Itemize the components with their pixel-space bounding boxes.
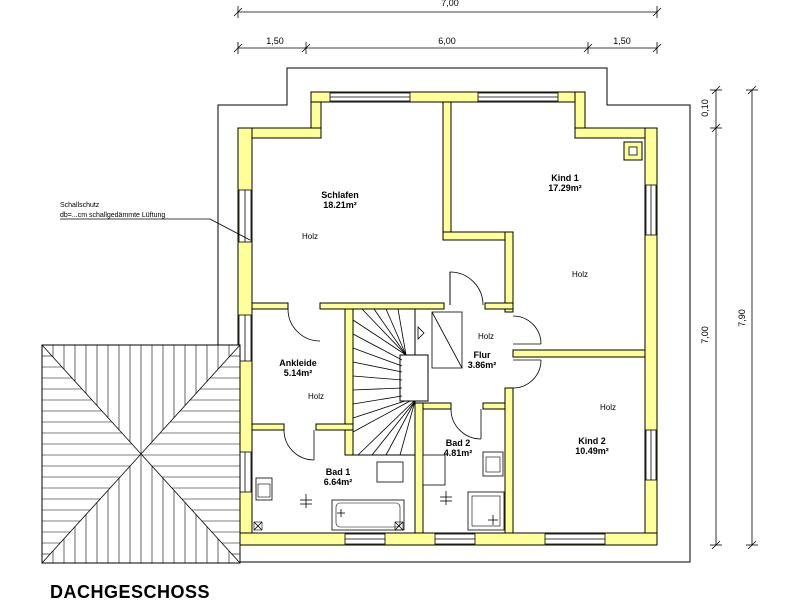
room-ankleide-name: Ankleide: [279, 358, 317, 368]
windows: [238, 92, 657, 545]
plan-title: DACHGESCHOSS: [50, 582, 210, 600]
annotation-line-2: db=...cm schallgedämmte Lüftung: [60, 212, 165, 219]
room-kind2-area: 10.49m²: [575, 446, 609, 456]
roof-outline: [217, 67, 691, 563]
room-labels: Schlafen 18.21m² Holz Kind 1 17.29m² Hol…: [279, 173, 616, 487]
room-kind1-name: Kind 1: [551, 173, 579, 183]
roof-hip-drawing: [41, 344, 241, 564]
room-kind2-floor: Holz: [600, 403, 616, 412]
room-kind2-name: Kind 2: [578, 436, 606, 446]
staircase: [352, 308, 429, 456]
room-bad1-name: Bad 1: [326, 467, 351, 477]
room-schlafen-area: 18.21m²: [323, 200, 357, 210]
dim-right-b: 7,00: [700, 326, 710, 344]
annotation-line-1: Schallschutz: [60, 202, 100, 209]
room-ankleide-area: 5.14m²: [284, 368, 313, 378]
bathroom-fixtures: [253, 451, 505, 531]
dim-top-left: 1,50: [266, 36, 284, 46]
room-flur-floor: Holz: [478, 332, 494, 341]
room-bad2-name: Bad 2: [446, 438, 471, 448]
doors: [283, 271, 542, 461]
dim-right-a: 0,10: [700, 99, 710, 117]
annotation: Schallschutz db=...cm schallgedämmte Lüf…: [60, 202, 251, 241]
room-bad2-area: 4.81m²: [444, 448, 473, 458]
room-kind1-area: 17.29m²: [548, 183, 582, 193]
room-schlafen-name: Schlafen: [321, 190, 359, 200]
room-schlafen-floor: Holz: [302, 232, 318, 241]
dim-top-right: 1,50: [613, 36, 631, 46]
dim-top-total: 7,00: [441, 0, 459, 8]
room-flur-name: Flur: [474, 350, 491, 360]
right-dimension-lines: 0,10 7,00 7,90: [700, 85, 758, 550]
dim-top-mid: 6,00: [438, 36, 456, 46]
top-dimension-lines: 7,00 1,50 6,00 1,50: [233, 0, 662, 54]
room-bad1-area: 6.64m²: [324, 477, 353, 487]
room-flur-area: 3.86m²: [468, 360, 497, 370]
dim-right-total: 7,90: [737, 309, 747, 327]
room-ankleide-floor: Holz: [308, 392, 324, 401]
room-kind1-floor: Holz: [572, 270, 588, 279]
